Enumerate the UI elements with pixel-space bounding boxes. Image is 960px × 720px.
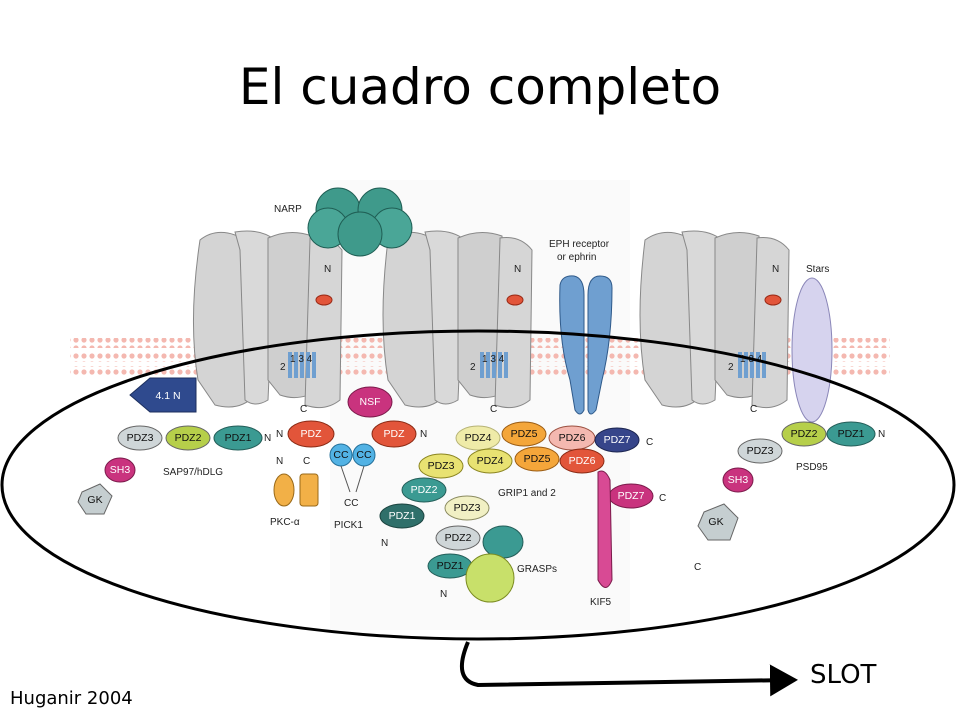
psd95-label: PSD95 xyxy=(796,462,828,473)
grasp-pdz1: PDZ1 xyxy=(437,560,464,572)
receptor2-tm-label-a: 2 xyxy=(470,362,476,373)
stargazin xyxy=(791,277,833,423)
grip-pdz7-b: PDZ7 xyxy=(618,490,645,502)
receptor3-tm-label-a: 2 xyxy=(728,362,734,373)
stargazin-label: Stars xyxy=(806,264,829,275)
narp-complex xyxy=(307,187,413,257)
band41-label: 4.1 N xyxy=(155,390,180,402)
grip-pdz4-a: PDZ4 xyxy=(465,432,492,444)
receptor2-tm-label-b: 1 3 4 xyxy=(482,354,505,365)
grip-label: GRIP1 and 2 xyxy=(498,488,556,499)
grip-complex xyxy=(379,421,654,588)
pick1-label: PICK1 xyxy=(334,520,363,531)
receptor2-n-label: N xyxy=(514,264,521,275)
sap97-pdz2: PDZ2 xyxy=(175,432,202,444)
pick1-n-label: N xyxy=(276,429,283,440)
eph-receptor xyxy=(559,275,613,415)
ampa-receptor-3 xyxy=(639,230,790,409)
band41-protein xyxy=(129,377,197,413)
sap97-pdz1: PDZ1 xyxy=(225,432,252,444)
grip-pdz6-b: PDZ6 xyxy=(569,455,596,467)
citation: Huganir 2004 xyxy=(10,688,133,709)
sap97-pdz3: PDZ3 xyxy=(127,432,154,444)
psd95-n-label: N xyxy=(878,429,885,440)
grasp-n-label: N xyxy=(440,589,447,600)
psd95-complex xyxy=(697,421,876,541)
grip-pdz1: PDZ1 xyxy=(389,510,416,522)
slide-title: El cuadro completo xyxy=(238,58,722,116)
grip-pdz5-b: PDZ5 xyxy=(524,453,551,465)
psd95-pdz3: PDZ3 xyxy=(747,445,774,457)
sap97-sh3: SH3 xyxy=(110,464,131,476)
pick1-cc-label: CC xyxy=(344,498,358,509)
pdz-red-n-label: N xyxy=(420,429,427,440)
pkc-label: PKC-α xyxy=(270,517,300,528)
kif5-label: KIF5 xyxy=(590,597,612,608)
grasps-label: GRASPs xyxy=(517,564,557,575)
pick1-pdz: PDZ xyxy=(301,428,323,440)
narp-label: NARP xyxy=(274,204,302,215)
grip-c-label-b: C xyxy=(659,493,666,504)
grip-pdz5-a: PDZ5 xyxy=(511,428,538,440)
pick1-cc-2: CC xyxy=(356,449,372,461)
slot-arrow xyxy=(459,641,798,697)
psd95-c-label: C xyxy=(694,562,701,573)
sap97-complex xyxy=(77,425,263,515)
grip-pdz4-b: PDZ4 xyxy=(477,455,504,467)
eph-label-2: or ephrin xyxy=(557,252,596,263)
receptor3-c-label: C xyxy=(750,404,757,415)
receptor1-tm-label-a: 2 xyxy=(280,362,286,373)
grip-pdz3: PDZ3 xyxy=(428,460,455,472)
grip-n-label: N xyxy=(381,538,388,549)
grip-c-label-a: C xyxy=(646,437,653,448)
receptor1-n-label: N xyxy=(324,264,331,275)
receptor3-n-label: N xyxy=(772,264,779,275)
psd95-gk: GK xyxy=(708,516,723,528)
grip-pdz2: PDZ2 xyxy=(411,484,438,496)
grasp-pdz3: PDZ3 xyxy=(454,502,481,514)
sap97-label: SAP97/hDLG xyxy=(163,467,223,478)
pkc-n-label: N xyxy=(276,456,283,467)
grasps-complex xyxy=(427,525,524,603)
eph-label: EPH receptor xyxy=(549,239,610,250)
pdz-red-domain xyxy=(371,420,417,448)
receptor2-c-label: C xyxy=(490,404,497,415)
psd95-pdz1: PDZ1 xyxy=(838,428,865,440)
receptor1-tm-label-b: 1 3 4 xyxy=(290,354,313,365)
pick1-cc-1: CC xyxy=(333,449,349,461)
highlight-ellipse xyxy=(0,329,956,641)
pdz-red-label: PDZ xyxy=(384,428,406,440)
grip-pdz7-a: PDZ7 xyxy=(604,434,631,446)
sap97-n-label: N xyxy=(264,433,271,444)
pick1-complex xyxy=(273,420,376,507)
nsf-label: NSF xyxy=(360,396,381,408)
ampa-receptor-1 xyxy=(192,230,343,409)
nsf-protein xyxy=(347,386,393,418)
slot-label: SLOT xyxy=(810,660,877,690)
psd95-sh3: SH3 xyxy=(728,474,749,486)
grasp-pdz2: PDZ2 xyxy=(445,532,472,544)
receptor1-c-label: C xyxy=(300,404,307,415)
psd95-pdz2: PDZ2 xyxy=(791,428,818,440)
pkc-c-label: C xyxy=(303,456,310,467)
ampa-receptor-2 xyxy=(382,230,533,409)
grip-pdz6-a: PDZ6 xyxy=(559,432,586,444)
sap97-gk: GK xyxy=(87,494,102,506)
